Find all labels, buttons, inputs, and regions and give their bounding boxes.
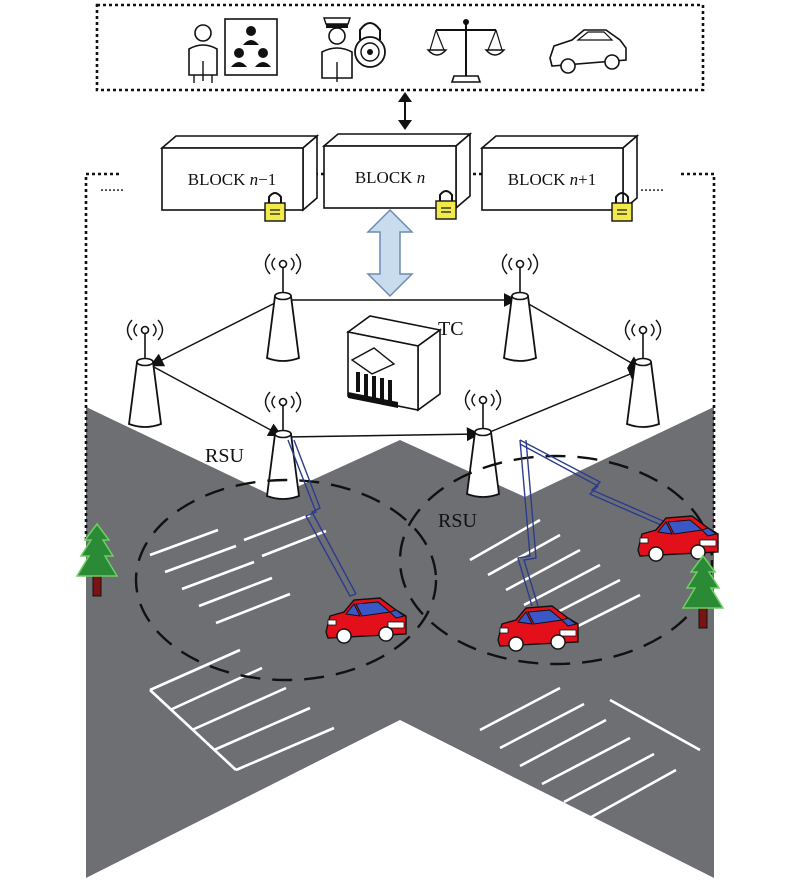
block-n-plus-1: BLOCK n+1: [479, 134, 640, 222]
justice-scale-icon: [426, 19, 506, 83]
road-intersection: [86, 407, 714, 890]
blockchain-bus: [84, 172, 716, 540]
ellipsis-left: ......: [100, 178, 124, 195]
users-board-icon: [188, 18, 278, 83]
authority-panel: [95, 3, 705, 92]
rsu-tower-icon: [264, 253, 302, 362]
rsu-tower-icon: [126, 319, 164, 428]
rsu-label-right: RSU: [438, 510, 477, 532]
trust-center-building-icon: [346, 315, 442, 412]
rsu-links: [149, 293, 643, 442]
block-n: BLOCK n: [321, 132, 473, 220]
block-label: BLOCK n: [355, 168, 425, 187]
rsu-coverage-right: [398, 454, 714, 666]
radio-links: [287, 439, 671, 607]
car-outline-icon: [549, 29, 627, 74]
rsu-tower-icon: [464, 389, 502, 498]
parking-lines: [149, 513, 701, 822]
officer-lock-icon: [321, 17, 386, 82]
rsu-label-left: RSU: [205, 445, 244, 467]
block-rsu-double-arrow: [366, 208, 414, 298]
block-label: BLOCK n+1: [508, 170, 596, 189]
panel-block-arrow: [398, 92, 412, 130]
rsu-tower-icon: [501, 253, 539, 362]
rsu-tower-icon: [264, 391, 302, 500]
tc-label: TC: [438, 318, 464, 340]
rsu-coverage-left: [134, 478, 438, 682]
ellipsis-right: ......: [640, 178, 664, 195]
block-n-minus-1: BLOCK n−1: [159, 134, 320, 222]
block-label: BLOCK n−1: [188, 170, 276, 189]
